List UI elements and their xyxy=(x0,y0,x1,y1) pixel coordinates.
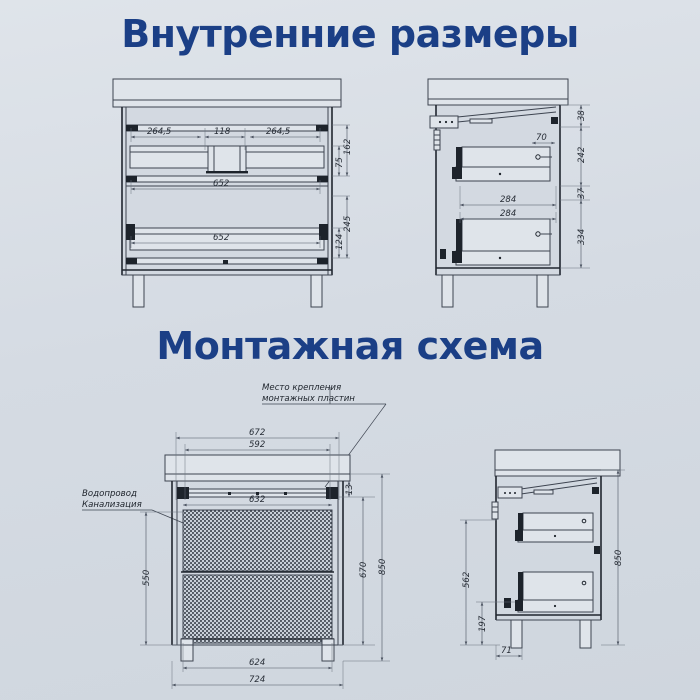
note-mount-plate-line2: монтажных пластин xyxy=(262,394,355,404)
dim-850-front: 850 xyxy=(378,559,388,575)
dim-71: 71 xyxy=(501,646,512,656)
dim-724: 724 xyxy=(249,675,265,685)
dim-75: 75 xyxy=(335,157,345,168)
dim-264-5-right: 264,5 xyxy=(266,127,290,137)
dim-562: 562 xyxy=(462,572,472,588)
dim-670: 670 xyxy=(359,562,369,578)
dim-632: 632 xyxy=(249,495,265,505)
dim-284-upper: 284 xyxy=(500,195,516,205)
mounting-side-elevation-view: 562 197 71 850 xyxy=(460,449,625,660)
dim-672: 672 xyxy=(249,428,265,438)
dim-70: 70 xyxy=(536,133,547,143)
note-plumbing-line1: Водопровод xyxy=(82,489,137,499)
note-mount-plate-line1: Место крепления xyxy=(262,383,341,393)
dim-197: 197 xyxy=(478,615,488,632)
dim-624: 624 xyxy=(249,658,265,668)
dim-850-side: 850 xyxy=(614,550,624,566)
section-title-internal-dimensions: Внутренние размеры xyxy=(121,12,579,56)
dim-592: 592 xyxy=(249,440,265,450)
dim-284-lower: 284 xyxy=(500,209,516,219)
dim-118: 118 xyxy=(214,127,231,137)
front-elevation-view: 264,5 118 264,5 652 652 162 75 xyxy=(112,78,353,308)
side-elevation-view: 38 242 37 334 70 284 284 xyxy=(427,78,590,308)
dim-242: 242 xyxy=(577,147,587,163)
dim-245: 245 xyxy=(343,216,353,232)
dim-162: 162 xyxy=(343,139,353,155)
dim-652-upper: 652 xyxy=(213,179,229,189)
section-title-mounting-scheme: Монтажная схема xyxy=(156,324,544,368)
dim-38: 38 xyxy=(577,110,587,121)
note-plumbing-line2: Канализация xyxy=(82,500,142,510)
dim-37: 37 xyxy=(577,188,587,199)
mounting-front-elevation-view: Место крепления монтажных пластин Водопр… xyxy=(82,383,390,689)
dim-334: 334 xyxy=(577,229,587,245)
dim-652-lower: 652 xyxy=(213,233,229,243)
dim-13: 13 xyxy=(345,484,355,495)
dim-264-5-left: 264,5 xyxy=(147,127,171,137)
dim-550: 550 xyxy=(142,570,152,586)
dim-124: 124 xyxy=(335,234,345,250)
